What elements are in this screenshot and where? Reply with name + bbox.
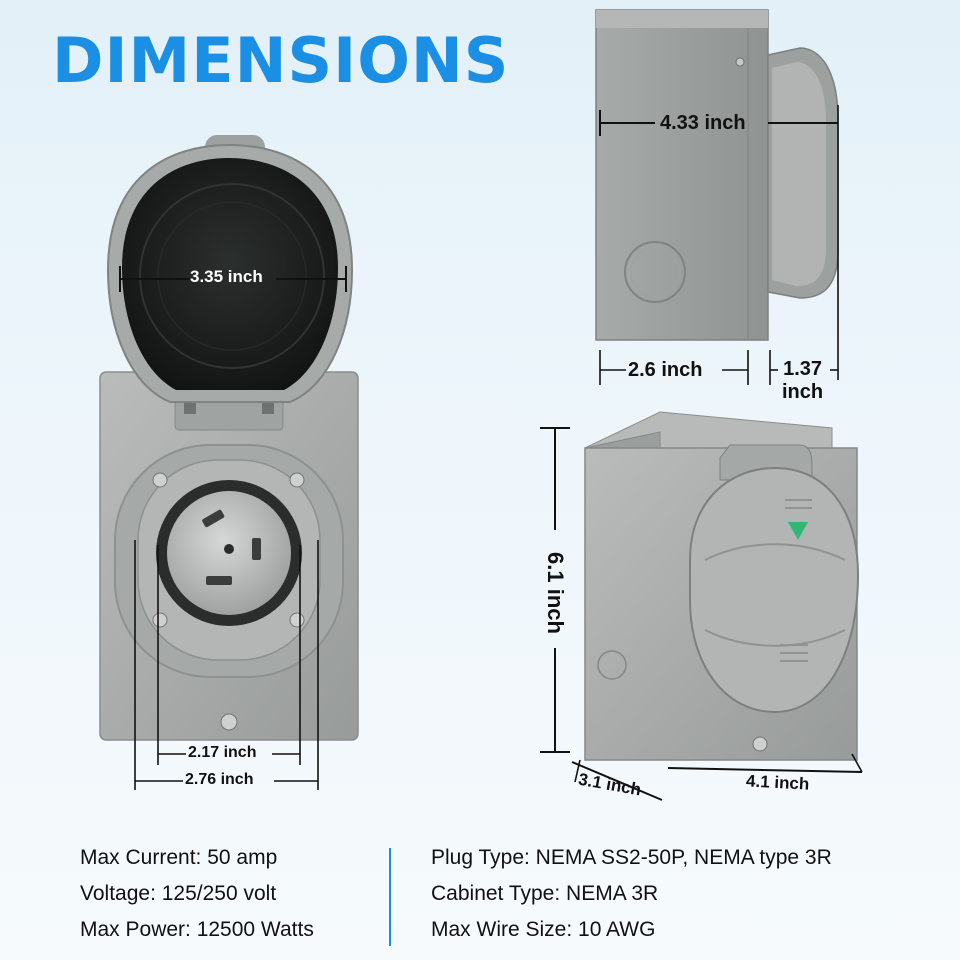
- outer-width-label: 2.76 inch: [185, 771, 254, 788]
- cabinet-type-spec: Cabinet Type: NEMA 3R: [431, 882, 659, 905]
- box-width-label: 4.1 inch: [745, 771, 810, 794]
- front-view: [99, 135, 359, 790]
- side-depth-label: 4.33 inch: [660, 112, 746, 134]
- height-label: 6.1 inch: [543, 552, 568, 634]
- inner-width-label: 2.17 inch: [188, 744, 257, 761]
- cover-depth-unit: inch: [782, 381, 824, 403]
- max-power-spec: Max Power: 12500 Watts: [80, 918, 314, 941]
- specs-left: Max Current: 50 amp Voltage: 125/250 vol…: [80, 840, 314, 948]
- specs-divider: [389, 848, 391, 946]
- cover-diameter-label: 3.35 inch: [190, 267, 263, 286]
- cover-depth-label: 1.37 inch: [782, 358, 823, 404]
- plug-type-spec: Plug Type: NEMA SS2-50P, NEMA type 3R: [431, 846, 832, 869]
- side-width-label: 2.6 inch: [628, 359, 703, 381]
- max-current-spec: Max Current: 50 amp: [80, 846, 278, 869]
- side-view: [595, 9, 839, 385]
- specs-right: Plug Type: NEMA SS2-50P, NEMA type 3R Ca…: [431, 840, 832, 948]
- voltage-spec: Voltage: 125/250 volt: [80, 882, 277, 905]
- page-title: DIMENSIONS: [52, 24, 510, 97]
- perspective-view: [540, 411, 863, 801]
- cover-depth-value: 1.37: [783, 358, 823, 380]
- max-wire-size-spec: Max Wire Size: 10 AWG: [431, 918, 656, 941]
